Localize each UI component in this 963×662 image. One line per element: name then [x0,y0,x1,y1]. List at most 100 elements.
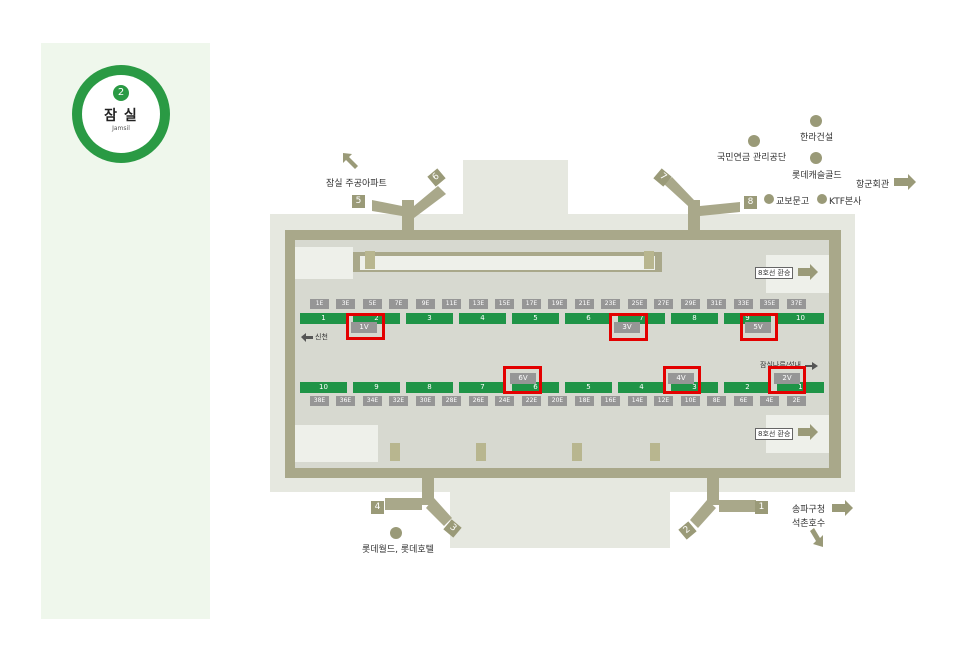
train-car: 9 [353,382,400,393]
train-car: 6 [565,313,612,324]
highlight-box [503,366,542,394]
train-car: 2 [724,382,771,393]
label-songpa: 송파구청 [792,505,826,515]
door-box: 35E [760,299,779,309]
arrow-right-icon [805,362,818,370]
train-car: 5 [565,382,612,393]
door-box: 16E [601,396,620,406]
wheelchair-car-box: 1V [351,322,377,333]
label-nps: 국민연금 관리공단 [717,153,787,163]
door-box: 5E [363,299,382,309]
door-box: 26E [469,396,488,406]
door-box: 36E [336,396,355,406]
door-box: 7E [389,299,408,309]
highlight-box [740,313,778,341]
door-box: 20E [548,396,567,406]
label-seokchon: 석촌호수 [792,519,826,529]
landmark-dot-icon [764,194,774,204]
bottom-train: 10 9 8 7 6 5 4 3 2 1 [300,382,824,393]
label-airforce: 항군회관 [856,180,890,190]
door-box: 21E [575,299,594,309]
station-name-en: Jamsil [112,125,130,132]
door-box: 29E [681,299,700,309]
door-box: 4E [760,396,779,406]
landmark-dot-icon [817,194,827,204]
door-box: 22E [522,396,541,406]
train-car: 3 [406,313,453,324]
highlight-box [609,313,648,341]
train-car: 4 [618,382,665,393]
train-car: 7 [618,313,665,324]
stairs-icon [365,251,660,461]
exit-8-sign: 8 [744,196,757,209]
exit-5-sign: 5 [352,195,365,208]
door-box: 10E [681,396,700,406]
train-car: 10 [300,382,347,393]
door-box: 13E [469,299,488,309]
train-car: 4 [459,313,506,324]
train-car: 1 [300,313,347,324]
train-car: 6 [512,382,559,393]
landmark-dot-icon [810,115,822,127]
concourse-floor [295,240,829,468]
train-car: 5 [512,313,559,324]
top-train: 1 2 3 4 5 6 7 8 9 10 [300,313,824,324]
arrow-downright-icon [810,528,823,547]
door-box: 18E [575,396,594,406]
door-box: 11E [442,299,461,309]
door-box: 9E [416,299,435,309]
door-box: 37E [787,299,806,309]
door-box: 19E [548,299,567,309]
door-box: 1E [310,299,329,309]
door-box: 12E [654,396,673,406]
door-box: 32E [389,396,408,406]
door-box: 15E [495,299,514,309]
highlight-box [768,366,806,394]
bottom-door-row: 38E 36E 34E 32E 30E 28E 26E 24E 22E 20E … [310,396,820,406]
wheelchair-car-box: 3V [614,322,640,333]
transfer-line8-top: 8호선 환승 [755,267,794,279]
label-lotte-castle: 롯데캐슬골드 [792,171,842,181]
direction-sports: 잠실나루/성내 [760,361,801,369]
landmark-dot-icon [390,527,402,539]
door-box: 30E [416,396,435,406]
line-number-icon: 2 [113,85,129,101]
door-box: 2E [787,396,806,406]
landmark-dot-icon [810,152,822,164]
door-box: 27E [654,299,673,309]
door-box: 14E [628,396,647,406]
train-car: 9 [724,313,771,324]
landmark-dot-icon [748,135,760,147]
label-ktf: KTF본사 [829,197,862,207]
highlight-box [346,313,385,340]
door-box: 38E [310,396,329,406]
exit-4-sign: 4 [371,501,384,514]
door-box: 3E [336,299,355,309]
wheelchair-car-box: 4V [668,373,694,384]
door-box: 33E [734,299,753,309]
train-car: 8 [406,382,453,393]
door-box: 25E [628,299,647,309]
arrow-right-icon [832,500,853,516]
door-box: 28E [442,396,461,406]
door-box: 31E [707,299,726,309]
arrow-right-icon [798,264,818,280]
door-box: 23E [601,299,620,309]
label-lotte-world: 롯데월드, 롯데호텔 [362,545,434,555]
door-box: 6E [734,396,753,406]
direction-sincheon: 신천 [315,333,328,341]
station-badge: 2 잠 실 Jamsil [72,65,170,163]
transfer-line8-bottom: 8호선 환승 [755,428,794,440]
train-car: 1 [777,382,824,393]
station-badge-inner: 2 잠 실 Jamsil [82,75,160,153]
arrow-upleft-icon [343,153,358,169]
door-box: 34E [363,396,382,406]
wheelchair-car-box: 6V [510,373,536,384]
arrow-left-icon [301,333,313,342]
train-car: 7 [459,382,506,393]
label-halla: 한라건설 [800,133,834,143]
arrow-right-icon [798,424,818,440]
train-car: 3 [671,382,718,393]
exit-1-sign: 1 [755,501,768,514]
